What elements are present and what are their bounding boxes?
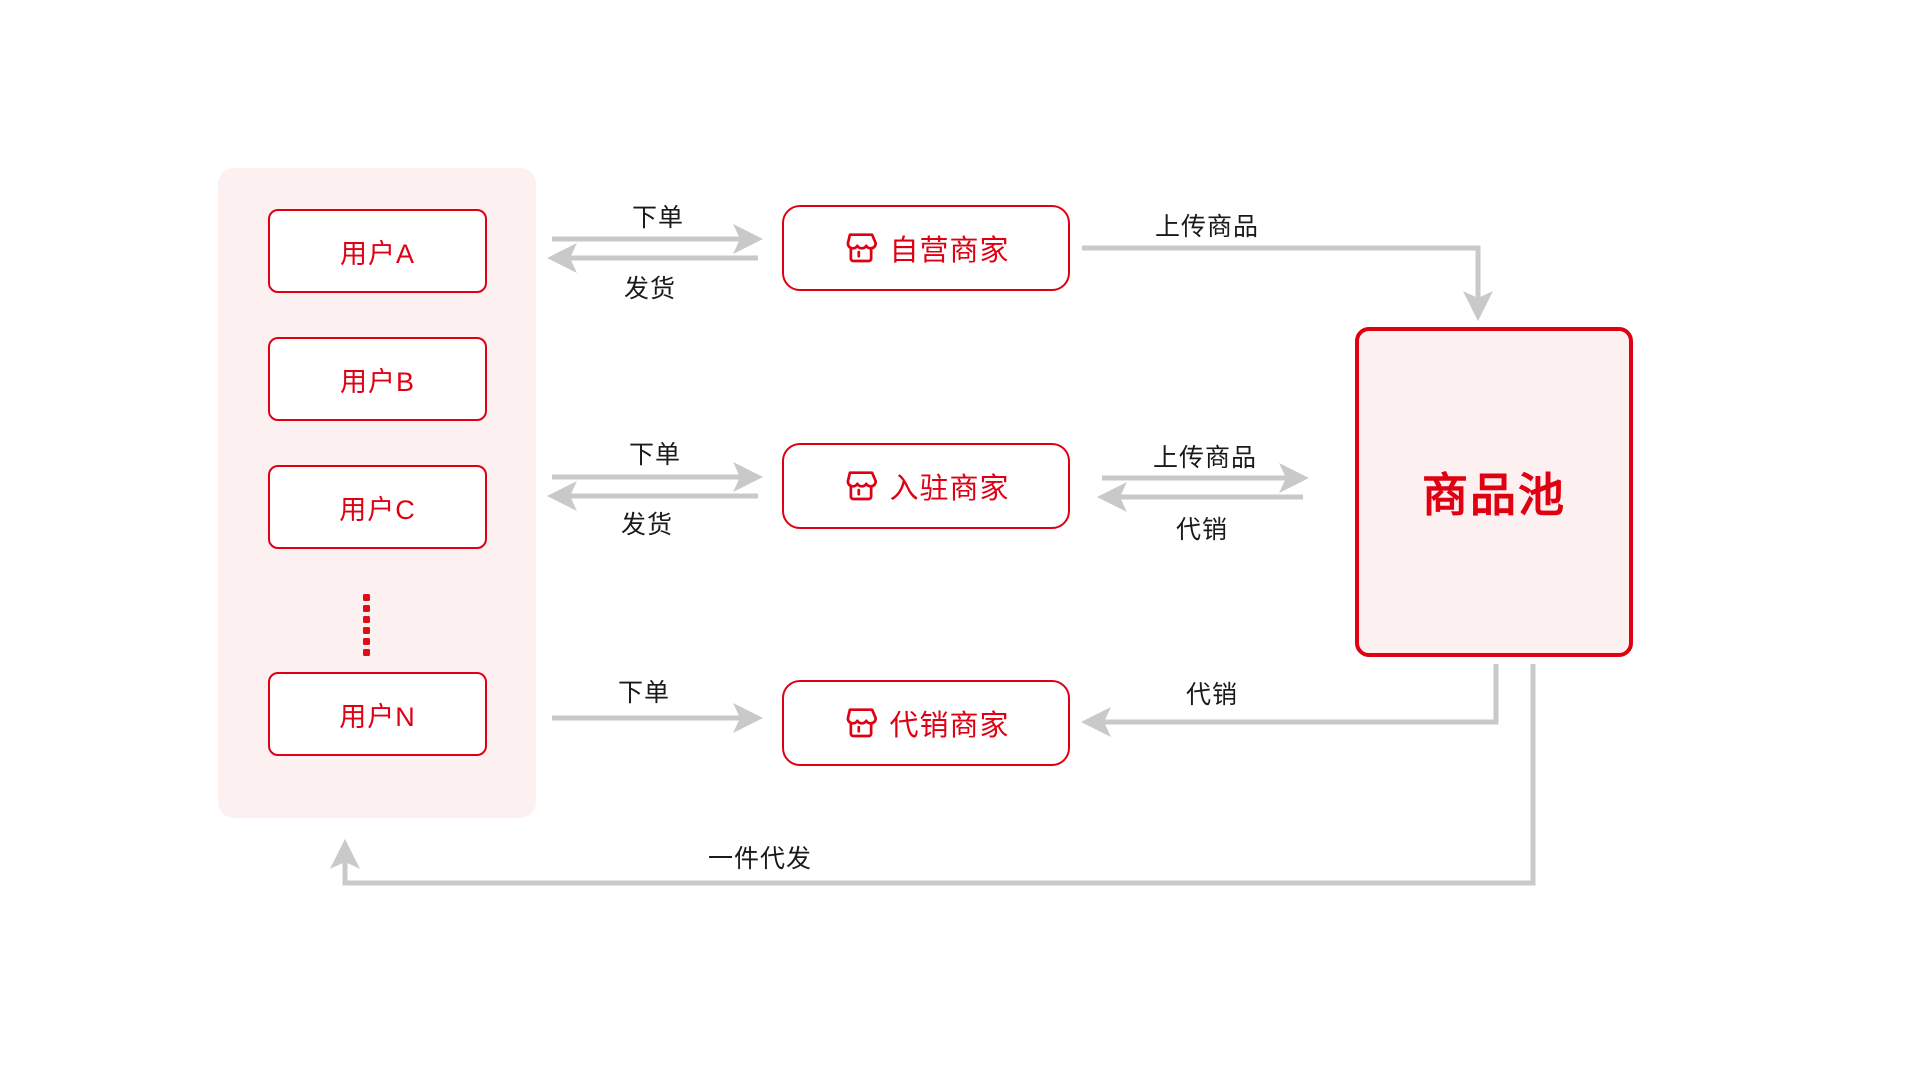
node-merchant-self-operated-label: 自营商家 — [889, 235, 1010, 267]
arrow-upload-row1 — [1082, 245, 1493, 322]
label-consign-row3: 代销 — [1185, 681, 1239, 709]
storefront-icon — [847, 471, 878, 501]
storefront-icon — [847, 708, 878, 738]
node-user-a-label: 用户A — [339, 238, 415, 269]
label-ship-row2: 发货 — [620, 511, 674, 539]
node-user-b-label: 用户B — [339, 366, 415, 397]
label-upload-row1: 上传商品 — [1154, 213, 1260, 241]
node-user-b: 用户B — [268, 337, 487, 421]
label-ship-row1: 发货 — [623, 275, 677, 303]
node-merchant-self-operated: 自营商家 — [782, 205, 1070, 291]
node-user-a: 用户A — [268, 209, 487, 293]
storefront-icon — [847, 233, 878, 263]
node-user-n-label: 用户N — [339, 701, 416, 732]
node-user-c-label: 用户C — [339, 494, 416, 525]
node-user-c: 用户C — [268, 465, 487, 549]
node-product-pool: 商品池 — [1355, 327, 1633, 657]
node-merchant-settled: 入驻商家 — [782, 443, 1070, 529]
ellipsis-dots — [363, 594, 370, 656]
label-order-row3: 下单 — [617, 679, 671, 707]
label-dropship: 一件代发 — [707, 845, 813, 873]
label-order-row2: 下单 — [628, 441, 682, 469]
arrow-dropship — [330, 664, 1536, 886]
label-upload-row2: 上传商品 — [1152, 444, 1258, 472]
node-product-pool-label: 商品池 — [1422, 469, 1566, 521]
arrow-consign-row3 — [1080, 664, 1499, 737]
node-user-n: 用户N — [268, 672, 487, 756]
label-consign-row2: 代销 — [1175, 516, 1229, 544]
node-merchant-settled-label: 入驻商家 — [889, 473, 1010, 505]
node-merchant-consignment: 代销商家 — [782, 680, 1070, 766]
node-merchant-consignment-label: 代销商家 — [889, 710, 1010, 742]
label-order-row1: 下单 — [631, 204, 685, 232]
